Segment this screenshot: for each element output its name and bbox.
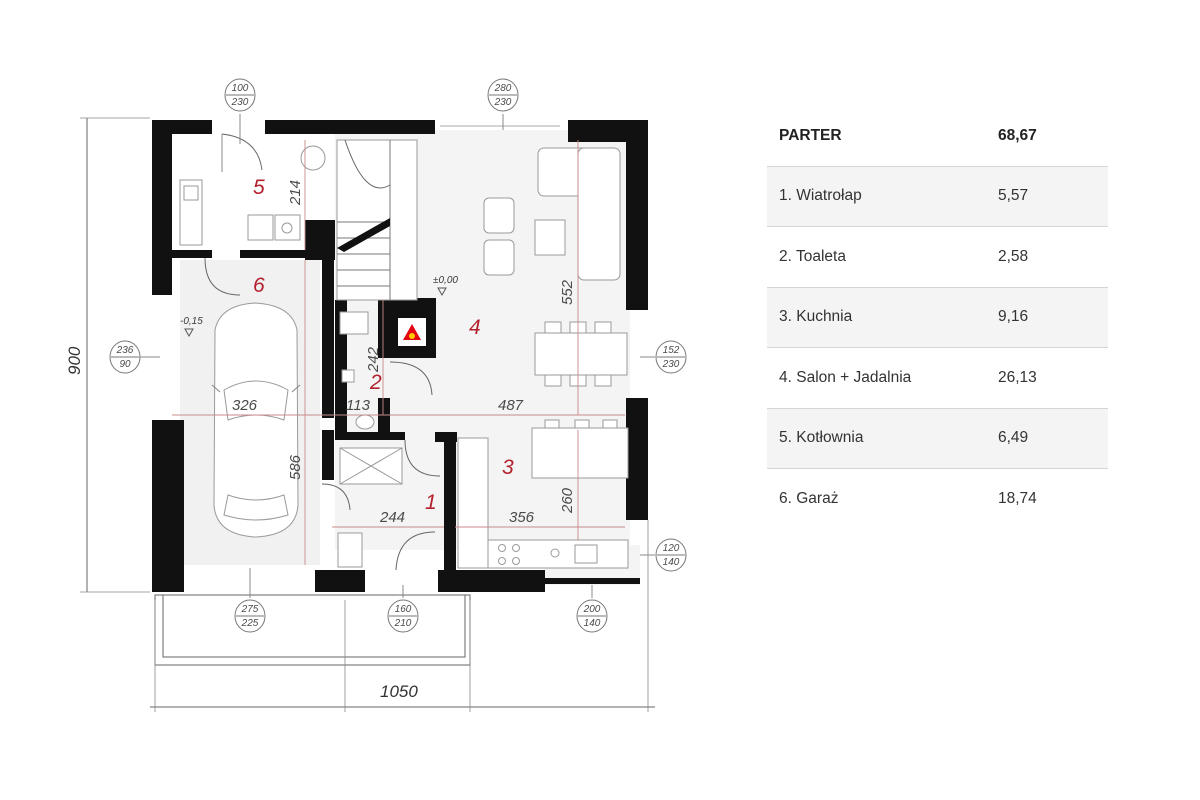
window-tag-236-90: 236 90 — [109, 340, 160, 374]
svg-text:140: 140 — [663, 557, 680, 568]
terrace-outline — [154, 594, 471, 666]
area-row-kuchnia: 3. Kuchnia 9,16 — [767, 286, 1108, 348]
dim-113: 113 — [346, 397, 371, 414]
area-row-salon-jadalnia: 4. Salon + Jadalnia 26,13 — [767, 347, 1108, 408]
level-mark-main: ±0,00 — [433, 275, 458, 286]
window-tag-152-230: 152 230 — [640, 340, 687, 374]
dim-326: 326 — [232, 397, 258, 414]
room-name: 3. Kuchnia — [767, 286, 998, 348]
dim-244: 244 — [379, 509, 405, 526]
room-area: 26,13 — [998, 347, 1108, 408]
room-name: 5. Kotłownia — [767, 407, 998, 469]
svg-text:236: 236 — [116, 345, 134, 356]
room-area: 9,16 — [998, 286, 1108, 348]
room-area: 5,57 — [998, 165, 1108, 227]
floor-total-area: 68,67 — [998, 126, 1037, 144]
window-tag-100-230: 100 230 — [224, 78, 256, 144]
dim-214: 214 — [287, 180, 304, 206]
room-number-6: 6 — [253, 274, 265, 297]
svg-text:230: 230 — [494, 97, 512, 108]
level-mark-main-icon — [437, 287, 447, 297]
svg-text:200: 200 — [583, 604, 601, 615]
window-tag-120-140: 120 140 — [640, 538, 687, 572]
svg-text:140: 140 — [584, 618, 601, 629]
overall-width-label: 1050 — [380, 682, 418, 701]
floor-name: PARTER — [779, 126, 842, 144]
svg-text:100: 100 — [232, 83, 249, 94]
dim-487: 487 — [498, 397, 524, 414]
svg-text:280: 280 — [494, 83, 512, 94]
staircase — [336, 139, 418, 301]
svg-text:120: 120 — [663, 543, 680, 554]
car-icon — [211, 302, 301, 538]
area-row-toaleta: 2. Toaleta 2,58 — [767, 226, 1108, 287]
boiler-room-fixtures — [179, 133, 326, 246]
svg-text:90: 90 — [119, 359, 131, 370]
dim-552: 552 — [559, 279, 576, 305]
window-tag-275-225: 275 225 — [234, 568, 266, 633]
svg-text:230: 230 — [231, 97, 249, 108]
room-area: 2,58 — [998, 226, 1108, 287]
area-row-kotlownia: 5. Kotłownia 6,49 — [767, 407, 1108, 469]
room-number-3: 3 — [502, 456, 514, 479]
svg-text:230: 230 — [662, 359, 680, 370]
room-name: 4. Salon + Jadalnia — [767, 347, 998, 408]
overall-depth-label: 900 — [65, 346, 84, 375]
room-number-1: 1 — [425, 491, 437, 514]
room-number-4: 4 — [469, 316, 481, 339]
svg-text:275: 275 — [241, 604, 259, 615]
window-tag-160-210: 160 210 — [387, 585, 419, 633]
dim-586: 586 — [287, 454, 304, 480]
room-name: 6. Garaż — [767, 468, 998, 529]
level-mark-garage-icon — [184, 328, 194, 338]
room-name: 2. Toaleta — [767, 226, 998, 287]
level-mark-garage: -0,15 — [180, 316, 203, 327]
fireplace — [398, 318, 426, 346]
floor-plan: 1 2 3 4 5 6 ±0,00 -0,15 214 326 113 487 … — [65, 78, 687, 712]
window-tag-200-140: 200 140 — [576, 585, 608, 633]
area-row-garaz: 6. Garaż 18,74 — [767, 468, 1108, 529]
svg-text:225: 225 — [241, 618, 259, 629]
terrace-inner — [162, 594, 466, 658]
dim-242: 242 — [365, 346, 382, 373]
room-area: 18,74 — [998, 468, 1108, 529]
interior-dimension-lines — [172, 140, 625, 565]
kitchen-fixtures — [457, 419, 629, 569]
svg-text:160: 160 — [395, 604, 412, 615]
area-table-header: PARTER 68,67 — [767, 106, 1108, 166]
window-tag-280-230: 280 230 — [487, 78, 519, 130]
svg-text:210: 210 — [394, 618, 412, 629]
dim-356: 356 — [509, 509, 535, 526]
room-name: 1. Wiatrołap — [767, 165, 998, 227]
room-number-2: 2 — [369, 371, 382, 394]
walls — [152, 120, 648, 592]
room-area-table: PARTER 68,67 1. Wiatrołap 5,57 2. Toalet… — [767, 106, 1108, 529]
svg-text:152: 152 — [663, 345, 680, 356]
dim-260: 260 — [559, 487, 576, 514]
room-area: 6,49 — [998, 407, 1108, 469]
wc-fixtures — [204, 257, 441, 571]
area-row-wiatrolap: 1. Wiatrołap 5,57 — [767, 165, 1108, 227]
room-number-5: 5 — [253, 176, 265, 199]
